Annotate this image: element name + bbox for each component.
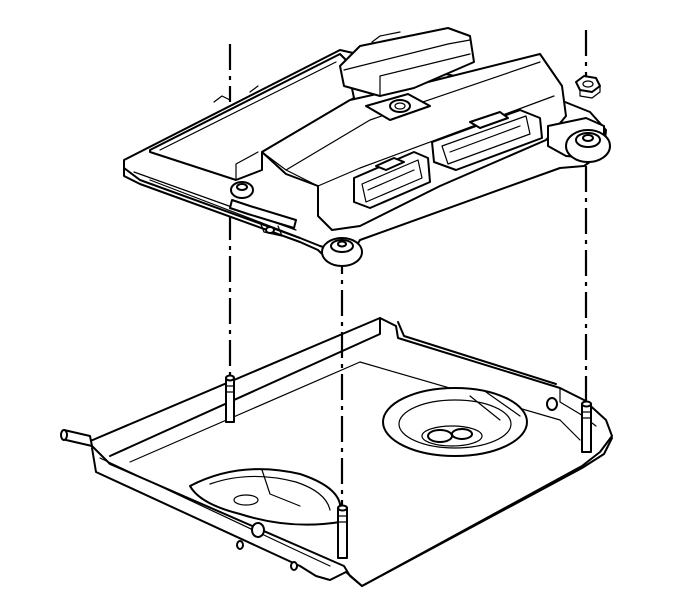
hex-nut-icon [575, 75, 601, 99]
tray-right-flange [397, 321, 557, 385]
tray-front-lip [91, 447, 347, 581]
module-grommet-front [321, 237, 363, 267]
module-top-cap-edge [343, 39, 471, 71]
module-left-cover-step [235, 151, 259, 181]
tray-front-edge [99, 457, 331, 567]
module-grommet-left [230, 181, 254, 199]
module-top-cap [339, 27, 475, 97]
tray-rivet [236, 540, 244, 550]
threaded-stud-icon [581, 400, 592, 453]
tray-plate [87, 317, 613, 587]
module-rear-notch-2 [249, 85, 259, 93]
ground-strap-icon [229, 199, 297, 237]
module-grommet-right [565, 129, 611, 163]
threaded-stud-icon [337, 504, 348, 559]
module-rear-notch [213, 95, 231, 103]
tray-tab-stud [60, 429, 68, 441]
tray-rivet [290, 561, 298, 571]
alignment-lines [228, 30, 588, 506]
module-top-cap-front [379, 53, 471, 97]
threaded-stud-icon [225, 374, 235, 423]
tray-flange-hole [546, 397, 558, 411]
tray-left-tab [63, 429, 93, 447]
tray-rear-flange [109, 317, 381, 457]
mounting-bracket [60, 317, 613, 587]
module-connector-1 [353, 151, 431, 209]
electronic-control-module-icon [123, 27, 611, 267]
module-right-cover-ridge [285, 61, 541, 171]
module-connector-2 [431, 109, 543, 171]
tray-lip-hole [251, 522, 265, 538]
module-cover-seam [261, 151, 319, 187]
tray-recess-rear [382, 387, 528, 457]
tray-bottom-edge [345, 437, 613, 587]
module-label-seal [389, 99, 411, 113]
module-left-cover-edge [159, 61, 337, 151]
module-top-cap-tab [371, 31, 401, 43]
